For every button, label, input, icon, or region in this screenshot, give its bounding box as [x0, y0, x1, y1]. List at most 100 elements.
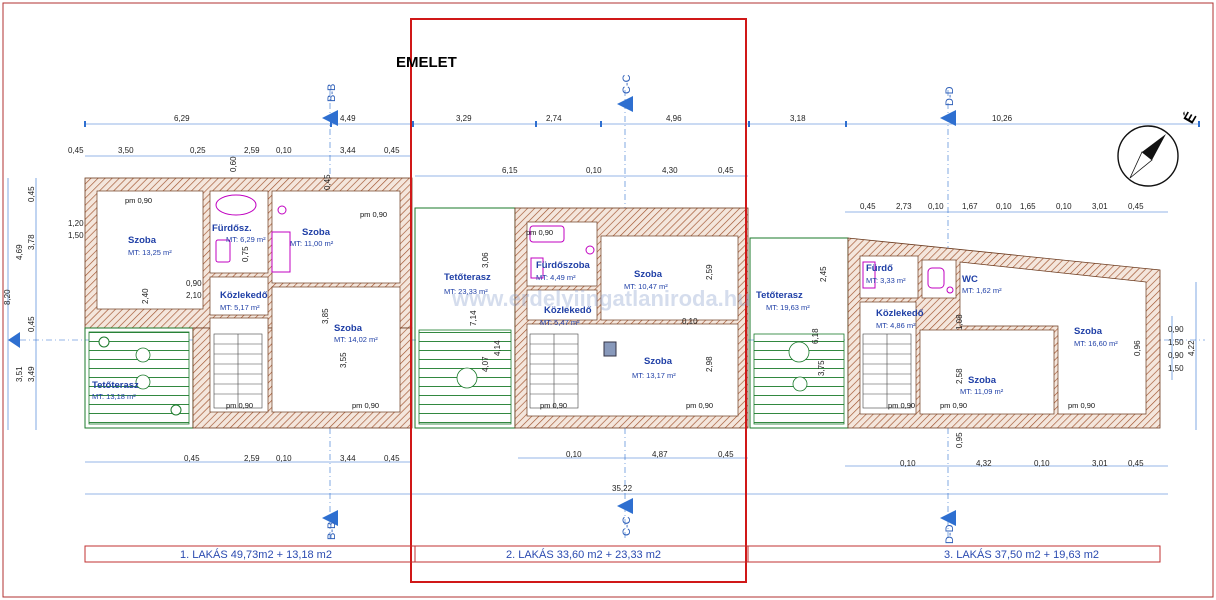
dim-label: 0,45 [860, 202, 876, 211]
room-area: MT: 16,60 m² [1074, 339, 1118, 348]
dim-label: 0,45 [184, 454, 200, 463]
dim-label: 0,10 [276, 146, 292, 155]
dimension-ticks [84, 121, 1200, 127]
room-area: MT: 13,18 m² [92, 392, 136, 401]
pm-label: pm 0,90 [526, 228, 553, 237]
section-label-b-bottom: B-B [326, 522, 338, 540]
dim-label: 0,10 [900, 459, 916, 468]
dim-label: 0,10 [996, 202, 1012, 211]
room-area: MT: 5,17 m² [220, 303, 260, 312]
unit-3-plan [749, 237, 1161, 429]
dim-label: 0,45 [323, 174, 332, 190]
room-area: MT: 1,62 m² [962, 286, 1002, 295]
dim-label: 2,59 [244, 146, 260, 155]
dim-label: 0,10 [1056, 202, 1072, 211]
unit-1-summary: 1. LAKÁS 49,73m2 + 13,18 m2 [180, 548, 332, 561]
dim-label: 4,14 [493, 340, 502, 356]
dim-label: 3,78 [27, 234, 36, 250]
room-name: Fürdő [866, 263, 893, 274]
dim-label: 1,50 [1168, 364, 1184, 373]
compass-north-label: É [1181, 109, 1201, 126]
room-name: Szoba [302, 227, 331, 238]
dim-label: 0,45 [27, 186, 36, 202]
room-area: MT: 10,47 m² [624, 282, 668, 291]
dimension-lines [7, 123, 1200, 495]
room-name: Fürdősz. [212, 223, 252, 234]
dim-label: 0,90 [1168, 351, 1184, 360]
unit-3-summary: 3. LAKÁS 37,50 m2 + 19,63 m2 [944, 548, 1099, 561]
dim-label: 6,18 [811, 328, 820, 344]
dim-label: 4,32 [976, 459, 992, 468]
dim-label: 0,45 [1128, 202, 1144, 211]
dim-label: 2,40 [141, 288, 150, 304]
dim-label: 3,01 [1092, 202, 1108, 211]
dim-label: 3,55 [339, 352, 348, 368]
second-dimension-row-right: 0,45 2,73 0,10 1,67 0,10 1,65 0,10 3,01 … [860, 202, 1144, 211]
room-name: Szoba [1074, 326, 1103, 337]
dim-label: 3,49 [27, 366, 36, 382]
room-name: Szoba [128, 235, 157, 246]
dim-label: 0,96 [1133, 340, 1142, 356]
pm-label: pm 0,90 [360, 210, 387, 219]
dim-label: 2,10 [186, 291, 202, 300]
compass-rose [1117, 125, 1179, 187]
dim-label: 4,07 [481, 356, 490, 372]
interior-dimension-labels: 1,20 1,50 0,60 0,45 2,10 0,90 2,40 0,75 … [68, 156, 1142, 448]
dim-label: 0,10 [586, 166, 602, 175]
dim-label: 1,08 [955, 314, 964, 330]
room-name: Szoba [634, 269, 663, 280]
dim-label: 4,87 [652, 450, 668, 459]
dim-label: 8,20 [3, 289, 12, 305]
top-dimension-labels: 6,29 4,49 3,29 2,74 4,96 3,18 10,26 [174, 114, 1013, 123]
pm-label: pm 0,90 [352, 401, 379, 410]
unit-2-summary: 2. LAKÁS 33,60 m2 + 23,33 m2 [506, 548, 661, 561]
total-width-label: 35,22 [612, 484, 633, 493]
unit-2-highlight-frame [410, 18, 747, 583]
dim-label: 0,75 [241, 246, 250, 262]
room-name: Szoba [644, 356, 673, 367]
dim-label: 3,29 [456, 114, 472, 123]
room-name: Fürdőszoba [536, 260, 591, 271]
unit-1-plan [84, 177, 413, 429]
bottom-dimension-labels: 0,45 2,59 0,10 3,44 0,45 0,10 4,87 0,45 … [184, 450, 1144, 493]
room-area: MT: 23,33 m² [444, 287, 488, 296]
dim-label: 0,10 [566, 450, 582, 459]
room-area: MT: 4,86 m² [876, 321, 916, 330]
dim-label: 0,90 [186, 279, 202, 288]
dim-label: 0,45 [384, 146, 400, 155]
room-area: MT: 11,00 m² [290, 239, 334, 248]
room-name: Közlekedő [876, 308, 924, 319]
room-name: Szoba [968, 375, 997, 386]
dim-label: 3,85 [321, 308, 330, 324]
room-area: MT: 4,49 m² [536, 273, 576, 282]
pm-label: pm 0,90 [125, 196, 152, 205]
room-area: MT: 13,25 m² [128, 248, 172, 257]
dim-label: 2,73 [896, 202, 912, 211]
dim-label: 2,58 [955, 368, 964, 384]
dim-label: 0,10 [1034, 459, 1050, 468]
room-area: MT: 14,02 m² [334, 335, 378, 344]
section-label-b-top: B-B [326, 84, 338, 102]
dim-label: 3,06 [481, 252, 490, 268]
dim-label: 3,51 [15, 366, 24, 382]
dim-label: 4,96 [666, 114, 682, 123]
unit-summary-boxes [84, 545, 1161, 563]
room-name: Közlekedő [544, 305, 592, 316]
dim-label: 2,59 [244, 454, 260, 463]
dim-label: 3,44 [340, 454, 356, 463]
section-label-d-bottom: D-D [944, 524, 956, 544]
dim-label: 0,45 [718, 166, 734, 175]
pm-label: pm 0,90 [888, 401, 915, 410]
section-marker-triangles [8, 96, 956, 526]
unit-2-plan [414, 207, 749, 429]
dim-label: 2,59 [705, 264, 714, 280]
dim-label: 6,15 [502, 166, 518, 175]
right-dimension-labels: 4,22 0,90 1,50 0,90 1,50 [1168, 325, 1196, 373]
dim-label: 0,45 [1128, 459, 1144, 468]
room-area: MT: 11,09 m² [960, 387, 1004, 396]
dim-label: 2,45 [819, 266, 828, 282]
dim-label: 0,10 [276, 454, 292, 463]
section-label-d-top: D-D [944, 86, 956, 106]
